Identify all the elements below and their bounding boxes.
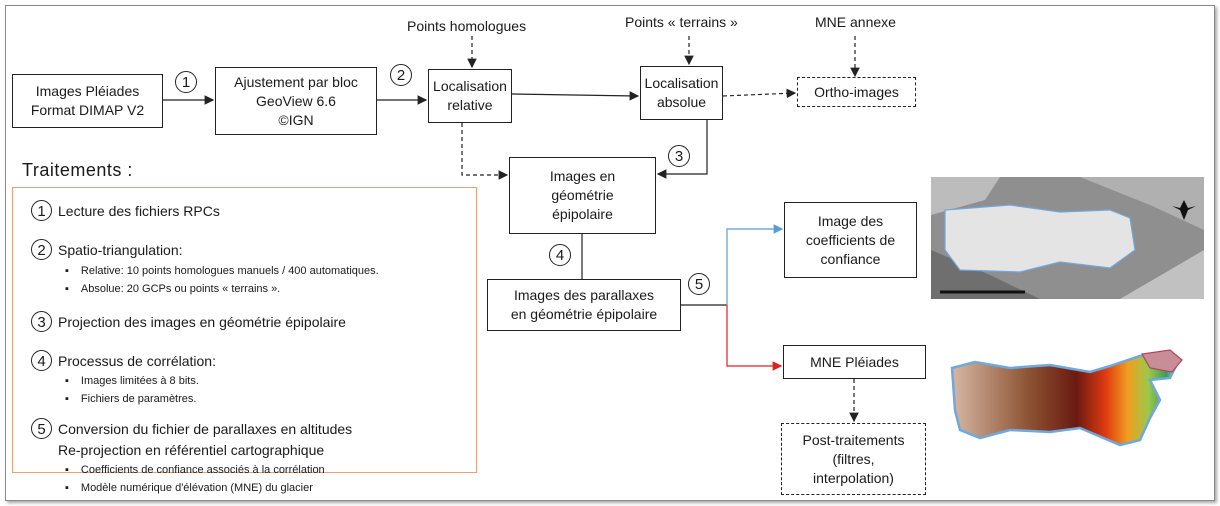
traitement-step-4-bullet-1: Images limitées à 8 bits. [65, 375, 199, 387]
traitement-step-2-text: Spatio-triangulation: [58, 241, 183, 258]
label-points-terrains: Points « terrains » [625, 14, 738, 30]
coefficients-thumbnail [931, 177, 1204, 299]
traitement-number-2: 2 [31, 239, 52, 260]
mne-thumbnail [950, 349, 1183, 447]
node-coefficients: Image des coefficients de confiance [784, 202, 917, 278]
step-number-5: 5 [688, 273, 710, 295]
node-ajustement: Ajustement par bloc GeoView 6.6 ©IGN [215, 67, 377, 135]
traitement-step-1-text: Lecture des fichiers RPCs [58, 202, 220, 219]
edge-relative-epipolaire [461, 123, 509, 180]
traitement-step-1: 1 Lecture des fichiers RPCs [31, 200, 220, 221]
traitement-step-3-text: Projection des images en géométrie épipo… [58, 313, 346, 330]
step-number-1: 1 [175, 71, 197, 93]
node-localisation-relative: Localisation relative [428, 69, 512, 123]
traitement-step-5-bullet-2: Modèle numérique d'élévation (MNE) du gl… [65, 482, 313, 494]
traitement-step-4-bullet-2: Fichiers de paramètres. [65, 393, 197, 405]
traitement-step-4-text: Processus de corrélation: [58, 352, 216, 369]
edge-absolue-epipolaire [656, 120, 708, 179]
traitement-step-5-bullet-1: Coefficients de confiance associés à la … [65, 464, 325, 476]
step-number-3: 3 [668, 145, 690, 167]
node-epipolaire: Images en géométrie épipolaire [509, 157, 656, 234]
edge-absolue-ortho [722, 88, 797, 99]
traitement-step-2-bullet-1: Relative: 10 points homologues manuels /… [65, 265, 379, 277]
node-images-pleiades: Images Pléiades Format DIMAP V2 [12, 74, 163, 128]
traitement-step-5: 5 Conversion du fichier de parallaxes en… [31, 418, 352, 439]
label-mne-annexe: MNE annexe [815, 14, 896, 30]
traitements-title: Traitements : [22, 160, 133, 180]
traitement-number-3: 3 [31, 311, 52, 332]
edge-branch-mne [726, 305, 783, 371]
node-post-traitements: Post-traitements (filtres, interpolation… [781, 423, 926, 495]
traitement-step-2: 2 Spatio-triangulation: [31, 239, 183, 260]
step-number-2: 2 [390, 64, 412, 86]
traitement-number-5: 5 [31, 418, 52, 439]
traitement-step-2-bullet-2: Absolue: 20 GCPs ou points « terrains ». [65, 283, 280, 295]
edge-relative-absolue [511, 91, 640, 101]
traitement-number-1: 1 [31, 200, 52, 221]
traitement-step-5-line-2: Re-projection en référentiel cartographi… [58, 442, 325, 458]
node-localisation-absolue: Localisation absolue [640, 66, 723, 120]
node-ortho-images: Ortho-images [797, 77, 916, 107]
traitement-number-4: 4 [31, 350, 52, 371]
node-mne-pleiades: MNE Pléiades [783, 345, 926, 379]
step-number-4: 4 [549, 244, 571, 266]
traitements-panel: 1 Lecture des fichiers RPCs 2 Spatio-tri… [12, 187, 477, 494]
edge-branch-coefficients [726, 224, 784, 305]
traitement-step-3: 3 Projection des images en géométrie épi… [31, 311, 346, 332]
traitement-step-4: 4 Processus de corrélation: [31, 350, 216, 371]
label-points-homologues: Points homologues [407, 18, 527, 34]
node-parallaxes: Images des parallaxes en géométrie épipo… [487, 279, 681, 331]
traitement-step-5-text: Conversion du fichier de parallaxes en a… [58, 420, 353, 437]
